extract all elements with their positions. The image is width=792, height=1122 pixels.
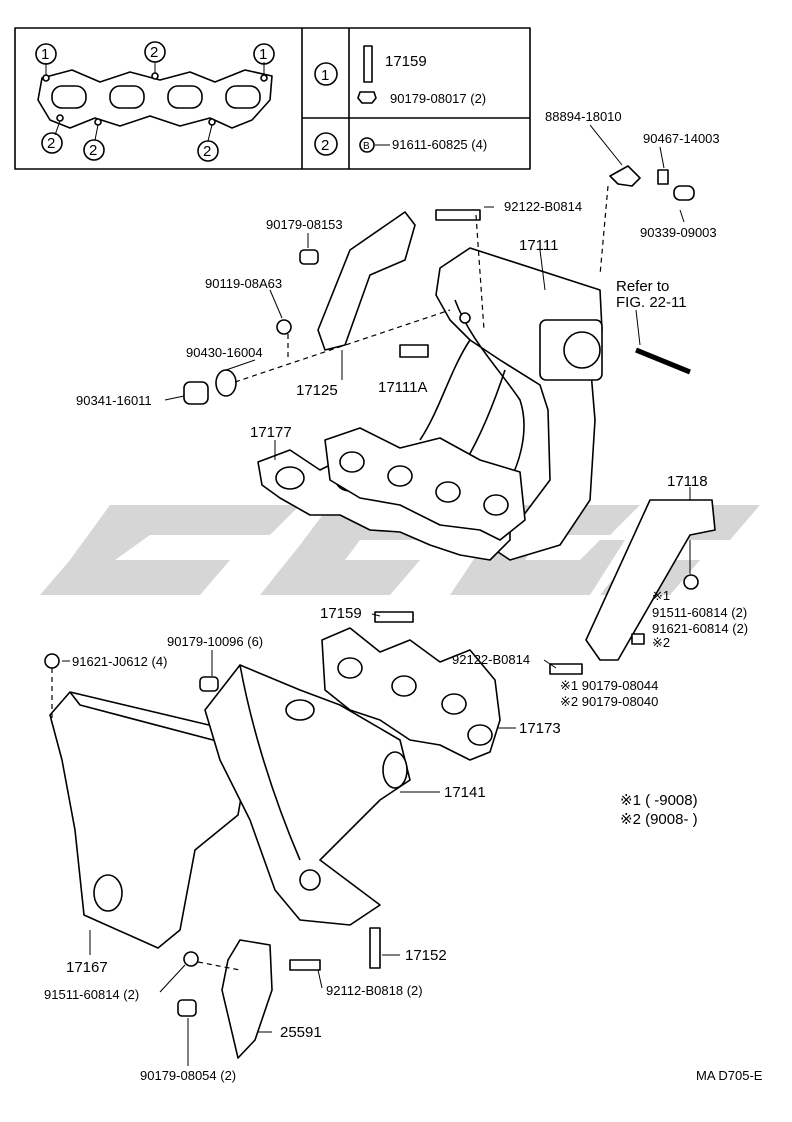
svg-text:2: 2 [47,135,55,152]
label-91511-60814-bottom: 91511-60814 (2) [44,987,139,1002]
gasket-diagram [37,62,273,142]
label-17173: 17173 [519,720,561,737]
svg-text:2: 2 [203,143,211,160]
svg-text:1: 1 [259,46,267,63]
small-parts-upper [183,165,695,405]
label-90179-08153: 90179-08153 [266,217,343,232]
label-91621-60814-right: 91621-60814 (2) [652,621,748,636]
exhaust-manifold-17141 [204,664,411,926]
label-17159: 17159 [320,605,362,622]
label-note-m1: ※1 [652,588,670,603]
legend-key-2: 2 [321,137,329,154]
label-note-1: ※1 ( -9008) [620,792,698,809]
label-17152: 17152 [405,947,447,964]
heat-insulator-17167 [49,691,246,949]
legend-part-91611: 91611-60825 (4) [392,137,487,152]
svg-text:1: 1 [41,46,49,63]
label-90341-16011: 90341-16011 [76,393,152,408]
svg-text:B: B [363,141,370,152]
svg-text:2: 2 [150,44,158,61]
small-parts-lower [44,574,699,1017]
label-90179-08054: 90179-08054 (2) [140,1068,236,1083]
label-17167: 17167 [66,959,108,976]
label-note-2: ※2 (9008- ) [620,811,698,828]
label-90339-09003: 90339-09003 [640,225,717,240]
label-refer-line2: FIG. 22-11 [616,294,687,311]
dashed-alignment-lines [51,185,609,971]
legend-part-17159: 17159 [385,53,427,70]
legend-part-90179-08017: 90179-08017 (2) [390,91,486,106]
bracket-17118 [585,499,716,661]
label-note-m2: ※2 [652,635,670,650]
label-92122-B0814-upper: 92122-B0814 [504,199,582,214]
label-90119-08A63: 90119-08A63 [205,276,282,291]
legend-box: 1 2 1 2 2 2 1 2 17159 90179-08017 (2) B … [14,27,531,170]
bracket-25591 [221,939,273,1059]
label-17118: 17118 [667,473,708,490]
label-90430-16004: 90430-16004 [186,345,263,360]
bolt-symbol-icon [359,137,375,153]
label-17141: 17141 [444,784,486,801]
figure-code: MA D705-E [696,1068,763,1083]
legend-key-1: 1 [321,67,329,84]
label-17111A: 17111A [378,379,428,396]
label-91621-J0612: 91621-J0612 (4) [72,654,167,669]
label-91511-60814-right: 91511-60814 (2) [652,605,747,620]
label-90179-08040: ※2 90179-08040 [560,694,658,709]
stud-icon [363,45,373,83]
leader-lines [62,124,691,1066]
label-17125: 17125 [296,382,338,399]
label-25591: 25591 [280,1024,322,1041]
label-88894-18010: 88894-18010 [545,109,622,124]
part-labels: 88894-18010 90467-14003 92122-B0814 9017… [44,109,763,1083]
gasket-callout-circles: 1 2 1 2 2 2 [35,41,275,162]
stay-17125 [317,211,416,351]
label-90179-08044: ※1 90179-08044 [560,678,658,693]
label-17177: 17177 [250,424,292,441]
label-90467-14003: 90467-14003 [643,131,720,146]
intake-manifold [419,247,603,561]
svg-text:2: 2 [89,142,97,159]
label-17111: 17111 [519,237,559,254]
label-refer-line1: Refer to [616,278,669,295]
nut-icon [357,91,377,104]
flange-17111-lower [324,427,526,541]
label-90179-10096: 90179-10096 (6) [167,634,263,649]
label-92122-B0814-lower: 92122-B0814 [452,652,530,667]
label-92112-B0818: 92112-B0818 (2) [326,983,423,998]
gasket-17173 [321,627,501,761]
